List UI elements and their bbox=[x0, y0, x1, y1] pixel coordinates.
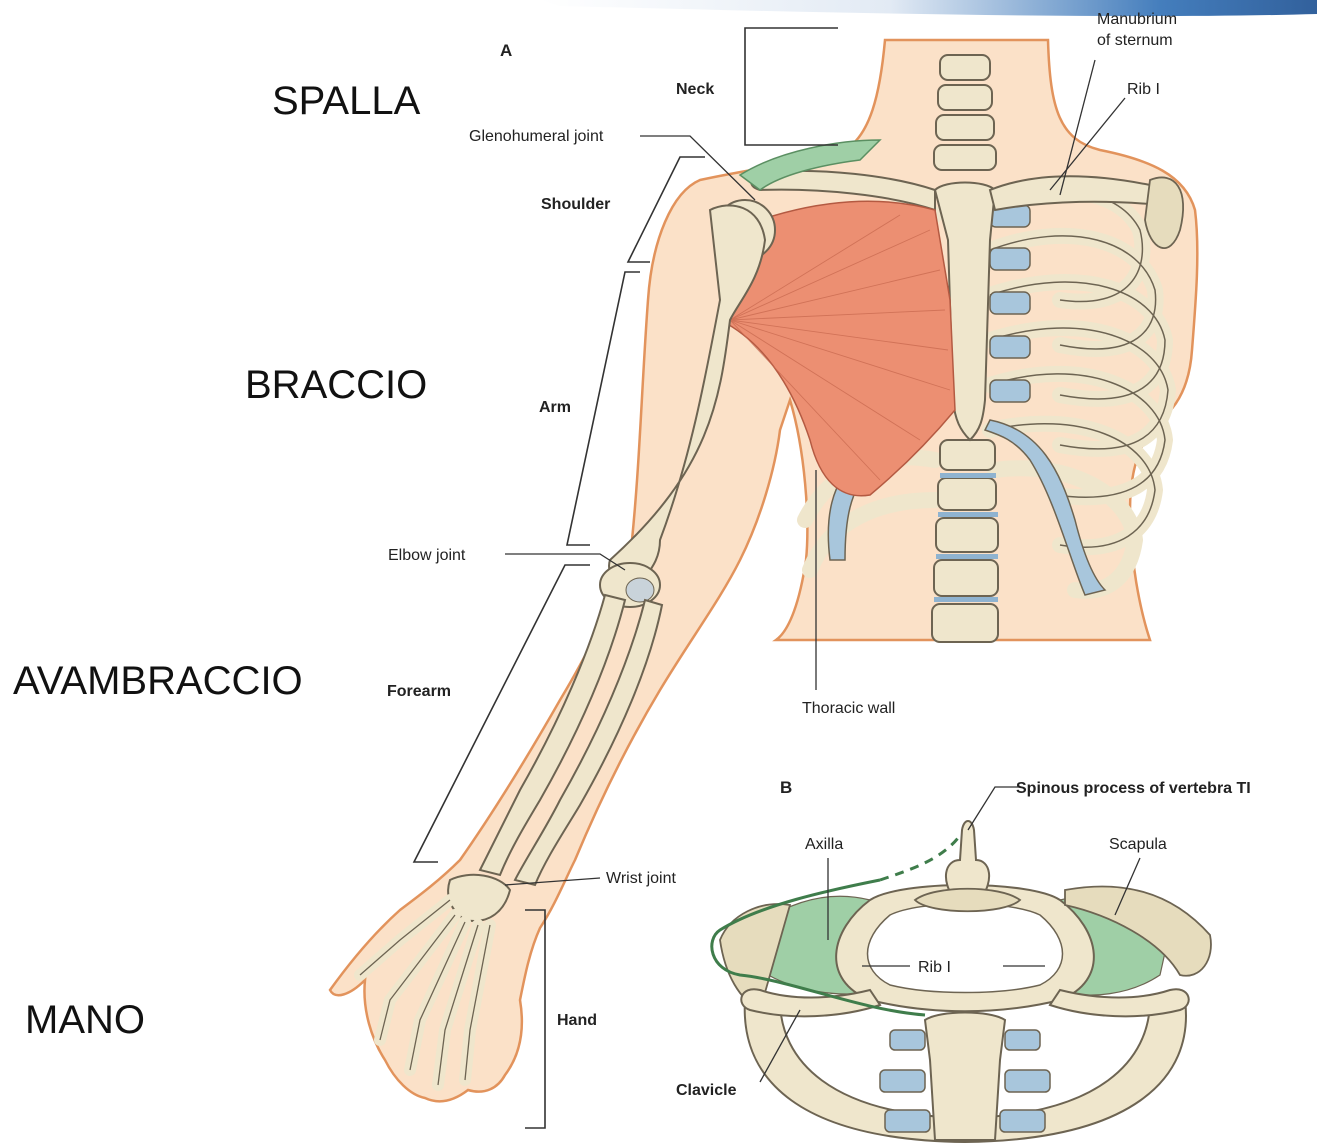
italian-terms: SPALLA BRACCIO AVAMBRACCIO MANO bbox=[13, 79, 427, 1042]
panel-b: B Spinous process of vertebra TI Axilla … bbox=[676, 778, 1251, 1142]
label-scapula: Scapula bbox=[1109, 836, 1167, 853]
label-wrist-joint: Wrist joint bbox=[606, 870, 676, 887]
label-manubrium-line2: of sternum bbox=[1097, 32, 1173, 49]
label-hand: Hand bbox=[557, 1012, 597, 1029]
panel-a-letter: A bbox=[500, 41, 512, 60]
label-elbow-joint: Elbow joint bbox=[388, 547, 466, 564]
label-spinous-process: Spinous process of vertebra TI bbox=[1016, 780, 1251, 797]
label-glenohumeral-joint: Glenohumeral joint bbox=[469, 128, 604, 145]
label-rib1-a: Rib I bbox=[1127, 81, 1160, 98]
term-mano: MANO bbox=[25, 998, 145, 1042]
vertebra-t1 bbox=[915, 821, 1020, 911]
label-clavicle: Clavicle bbox=[676, 1082, 737, 1099]
label-arm: Arm bbox=[539, 399, 571, 416]
term-spalla: SPALLA bbox=[272, 79, 421, 123]
label-neck: Neck bbox=[676, 81, 714, 98]
label-manubrium-line1: Manubrium bbox=[1097, 11, 1177, 28]
label-thoracic-wall: Thoracic wall bbox=[802, 700, 895, 717]
panel-b-letter: B bbox=[780, 778, 792, 797]
term-braccio: BRACCIO bbox=[245, 363, 427, 407]
label-forearm: Forearm bbox=[387, 683, 451, 700]
term-avambraccio: AVAMBRACCIO bbox=[13, 659, 303, 703]
header-strip bbox=[540, 0, 1317, 16]
label-shoulder: Shoulder bbox=[541, 196, 610, 213]
label-rib1-b: Rib I bbox=[918, 959, 951, 976]
label-axilla: Axilla bbox=[805, 836, 843, 853]
